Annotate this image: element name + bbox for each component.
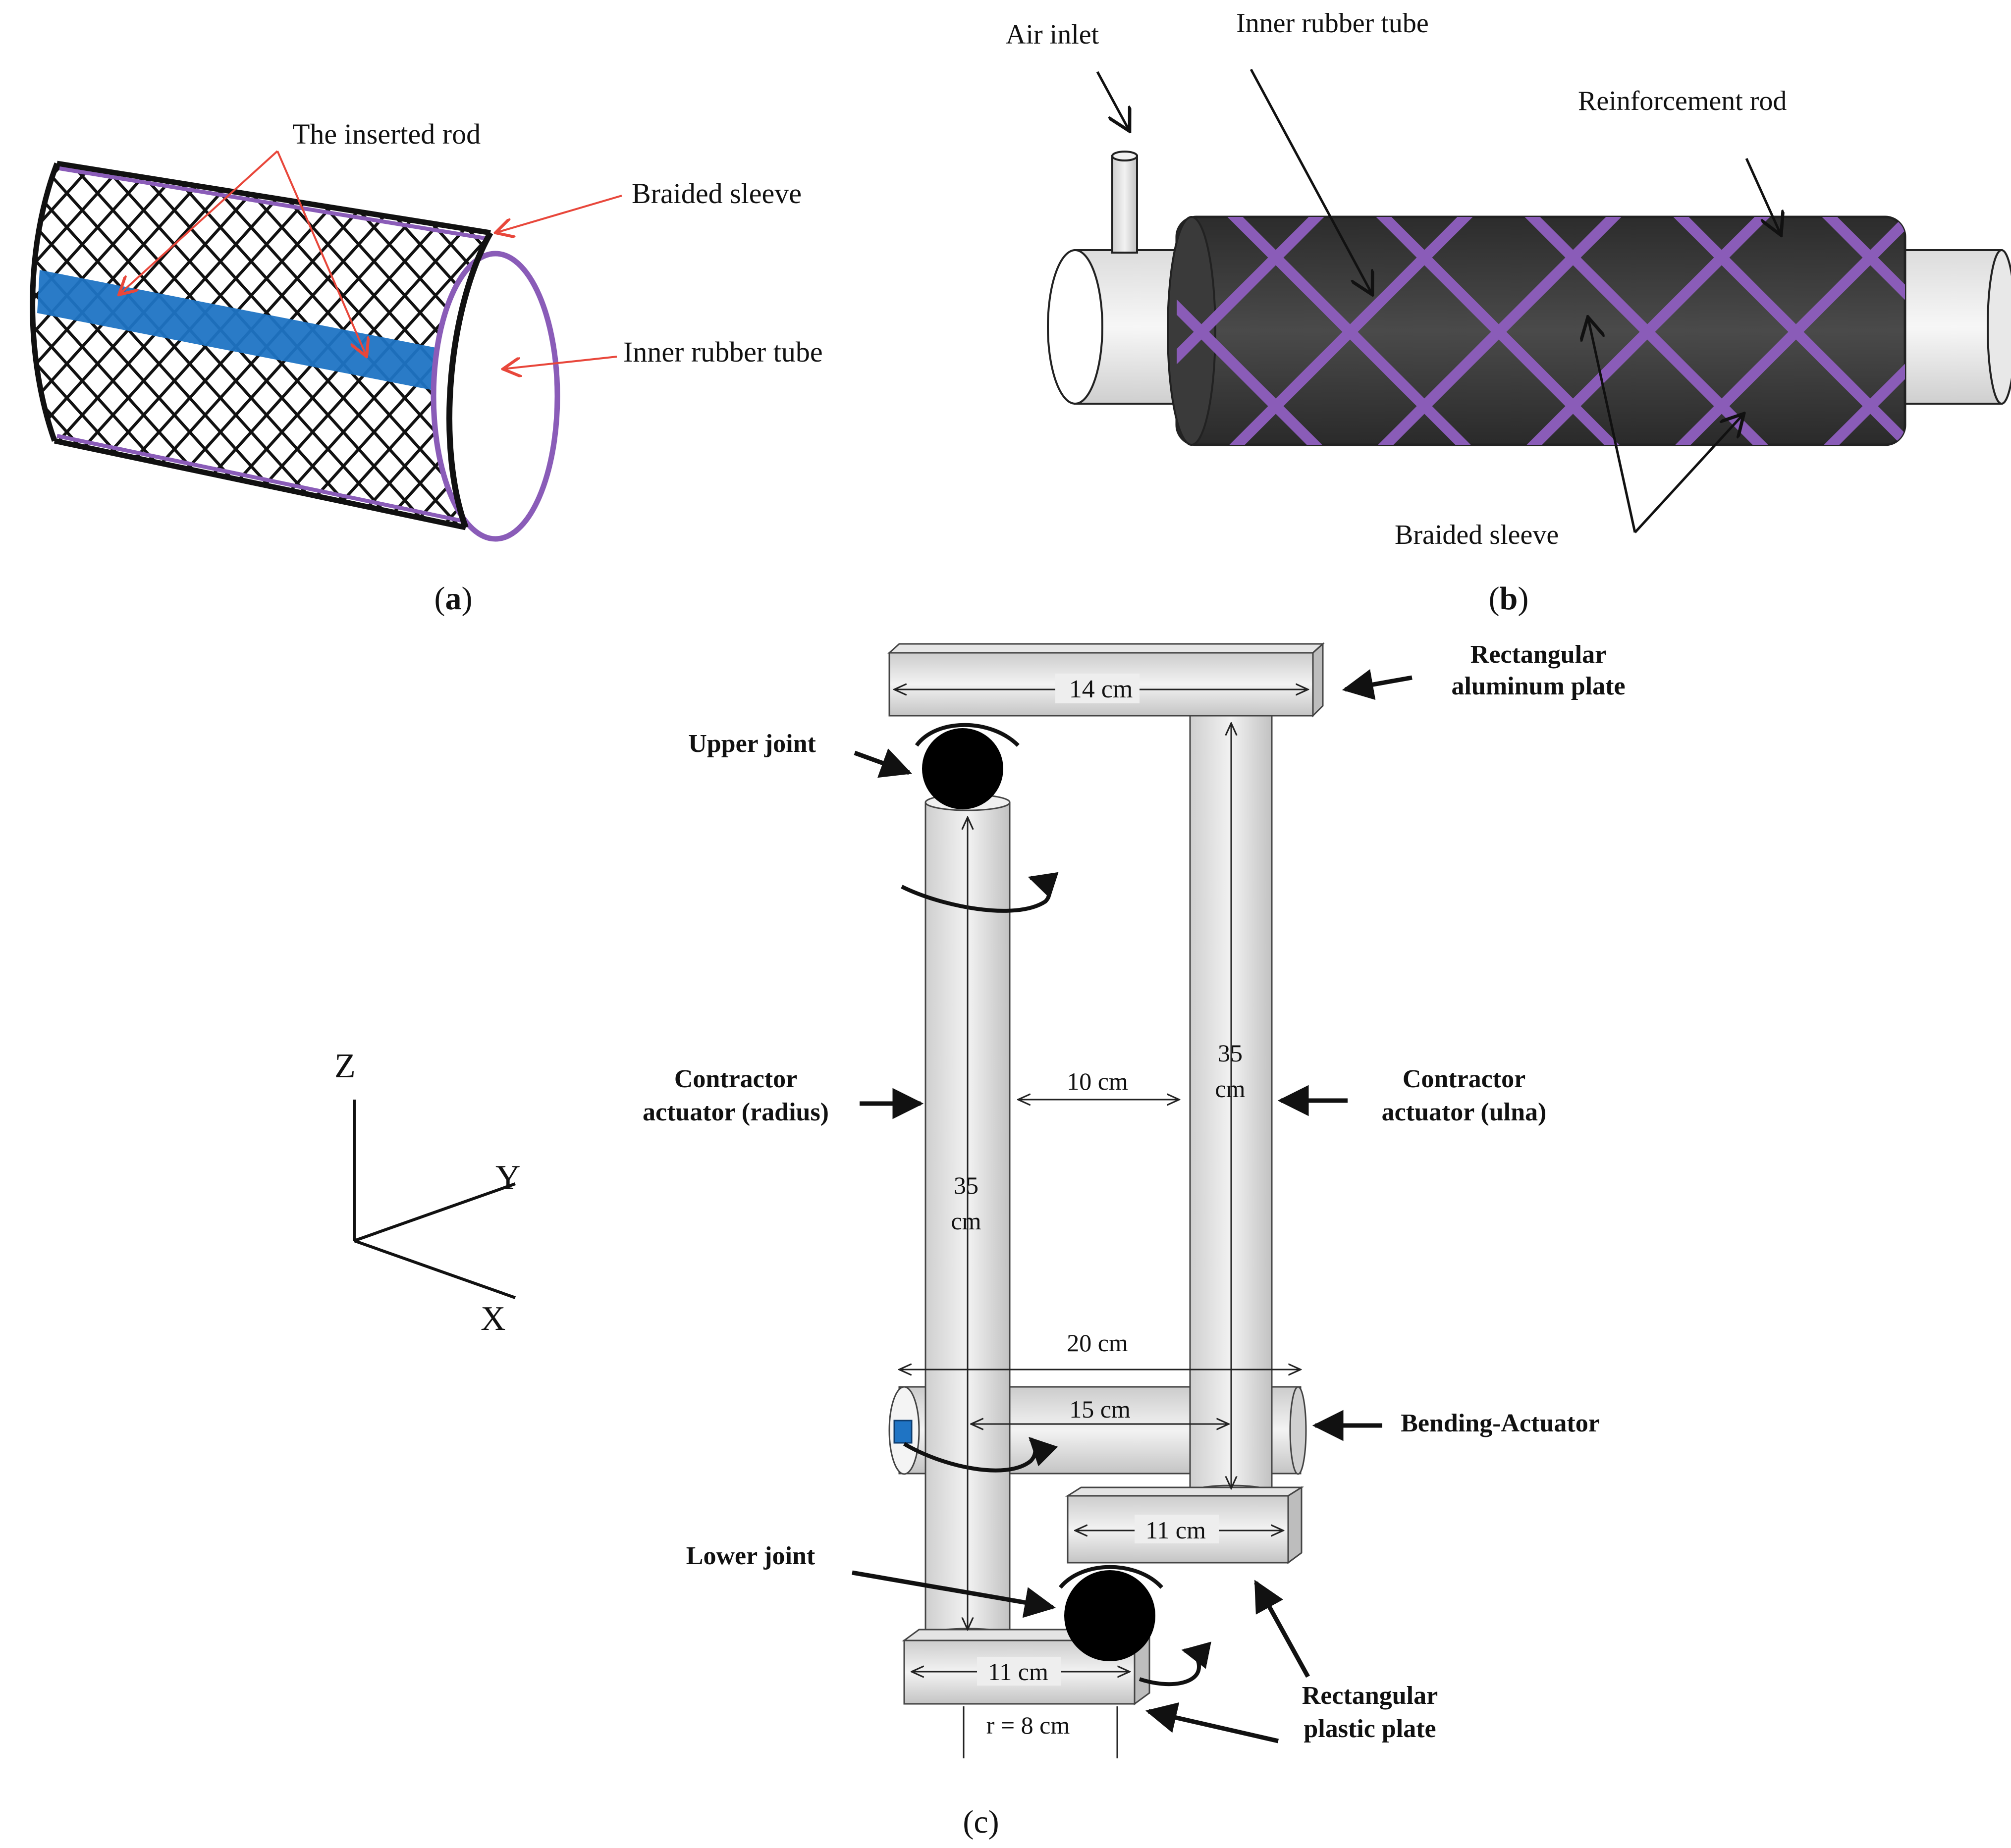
label-contractor-radius-1: Contractor bbox=[674, 1065, 797, 1093]
label-lower-joint: Lower joint bbox=[686, 1542, 815, 1570]
dim-ulna-length-1: 35 bbox=[1218, 1039, 1243, 1067]
label-inserted-rod: The inserted rod bbox=[292, 118, 481, 150]
dim-bend-total-label: 20 cm bbox=[1067, 1329, 1128, 1357]
caption-b: (b) bbox=[1489, 581, 1529, 617]
dim-top-plate-bg bbox=[1055, 674, 1140, 703]
axis-y-label: Y bbox=[495, 1159, 521, 1197]
dim-bend-inner-label: 15 cm bbox=[1069, 1395, 1131, 1423]
tube-left-rim bbox=[1167, 216, 1216, 446]
label-braided-sleeve-a: Braided sleeve bbox=[632, 177, 802, 210]
sleeve-outline bbox=[30, 160, 491, 530]
leader-inner-rubber-tube-b bbox=[1250, 68, 1372, 295]
lower-joint-rotation-arc bbox=[1058, 1565, 1163, 1589]
label-reinforcement-rod: Reinforcement rod bbox=[1578, 86, 1787, 116]
lower-joint-twist-arrow bbox=[1139, 1641, 1211, 1687]
label-upper-joint: Upper joint bbox=[688, 730, 816, 758]
leader-braided-sleeve-b-2 bbox=[1634, 414, 1744, 533]
dim-radius-r-label: r = 8 cm bbox=[986, 1711, 1070, 1739]
label-rect-plastic-1: Rectangular bbox=[1302, 1682, 1438, 1710]
axis-x-label: X bbox=[481, 1300, 506, 1338]
label-air-inlet: Air inlet bbox=[1006, 19, 1099, 50]
label-contractor-ulna-2: actuator (ulna) bbox=[1382, 1098, 1547, 1126]
axes-triad bbox=[353, 1100, 516, 1299]
braid-strand bbox=[1371, 217, 1627, 445]
label-inner-rubber-tube-a: Inner rubber tube bbox=[623, 336, 823, 368]
air-inlet-pipe bbox=[1111, 151, 1138, 254]
braid-strand bbox=[0, 99, 29, 594]
leader-braided-sleeve-b-1 bbox=[1588, 317, 1636, 533]
label-braided-sleeve-b: Braided sleeve bbox=[1395, 520, 1559, 550]
arrow-plastic-ulna bbox=[1254, 1580, 1310, 1678]
braid-strand bbox=[32, 163, 153, 528]
axis-z-label: Z bbox=[334, 1047, 356, 1085]
leader-inner-rubber-tube-a bbox=[503, 356, 617, 369]
braid-strand bbox=[1817, 217, 1905, 445]
sleeve-front-rim bbox=[446, 231, 493, 529]
lower-joint-ball bbox=[1064, 1570, 1155, 1661]
upper-joint-rotation-arc bbox=[915, 723, 1020, 747]
label-rect-aluminum-2: aluminum plate bbox=[1451, 672, 1625, 700]
braided-sleeve-body bbox=[0, 99, 490, 594]
leader-inserted-rod-2 bbox=[276, 151, 367, 357]
panel-c: Z Y X 14 cm bbox=[334, 640, 1626, 1840]
arrow-lower-joint bbox=[852, 1570, 1056, 1618]
panel-b: Air inlet Inner rubber tube Reinforcemen… bbox=[1006, 8, 2011, 617]
braid-strand bbox=[1520, 217, 1775, 445]
braid-strand bbox=[380, 163, 490, 528]
arrow-upper-joint bbox=[854, 748, 912, 778]
dim-ulna-plate-bg bbox=[1135, 1515, 1219, 1543]
radius-twist-arrow bbox=[901, 872, 1059, 913]
braid-strand bbox=[1817, 217, 1905, 445]
braid-strand bbox=[1222, 217, 1478, 445]
dim-radius-plate-bg bbox=[977, 1657, 1061, 1686]
label-contractor-radius-2: actuator (radius) bbox=[643, 1098, 829, 1126]
label-rect-plastic-2: plastic plate bbox=[1304, 1715, 1436, 1743]
purple-rod-top bbox=[59, 166, 489, 241]
label-rect-aluminum-1: Rectangular bbox=[1470, 640, 1606, 669]
braid-strand bbox=[32, 163, 184, 528]
leader-inserted-rod-1 bbox=[119, 150, 278, 295]
label-contractor-ulna-1: Contractor bbox=[1403, 1065, 1525, 1093]
leader-reinforcement-rod bbox=[1745, 158, 1781, 235]
braid-strand bbox=[1668, 217, 1905, 445]
caption-c: (c) bbox=[963, 1804, 999, 1840]
purple-rod-bottom bbox=[56, 434, 464, 523]
dim-ulna-length-2: cm bbox=[1215, 1075, 1245, 1103]
braid-strand bbox=[1177, 217, 1329, 445]
upper-joint-ball bbox=[922, 728, 1003, 809]
leader-air-inlet bbox=[1096, 71, 1130, 131]
dim-radius-length-2: cm bbox=[951, 1207, 981, 1235]
label-bending-actuator: Bending-Actuator bbox=[1401, 1409, 1600, 1437]
panel-a: The inserted rod Braided sleeve Inner ru… bbox=[0, 99, 823, 617]
dim-radius-length-1: 35 bbox=[954, 1171, 978, 1199]
arrow-aluminum bbox=[1342, 669, 1413, 700]
leader-braided-sleeve-a bbox=[495, 195, 622, 233]
bending-twist-arrow bbox=[903, 1437, 1058, 1473]
caption-a: (a) bbox=[435, 581, 473, 617]
inserted-rod-strip bbox=[37, 270, 443, 391]
dim-gap-label: 10 cm bbox=[1067, 1067, 1128, 1095]
dim-radius-plate-label: 11 cm bbox=[988, 1658, 1048, 1686]
dim-ulna-plate-label: 11 cm bbox=[1145, 1516, 1206, 1544]
braid-strand bbox=[0, 99, 29, 594]
arrow-plastic-radius bbox=[1145, 1702, 1279, 1743]
label-inner-rubber-tube-b: Inner rubber tube bbox=[1236, 8, 1429, 39]
inner-rubber-tube-end bbox=[431, 251, 560, 542]
dim-top-plate-label: 14 cm bbox=[1069, 675, 1133, 703]
